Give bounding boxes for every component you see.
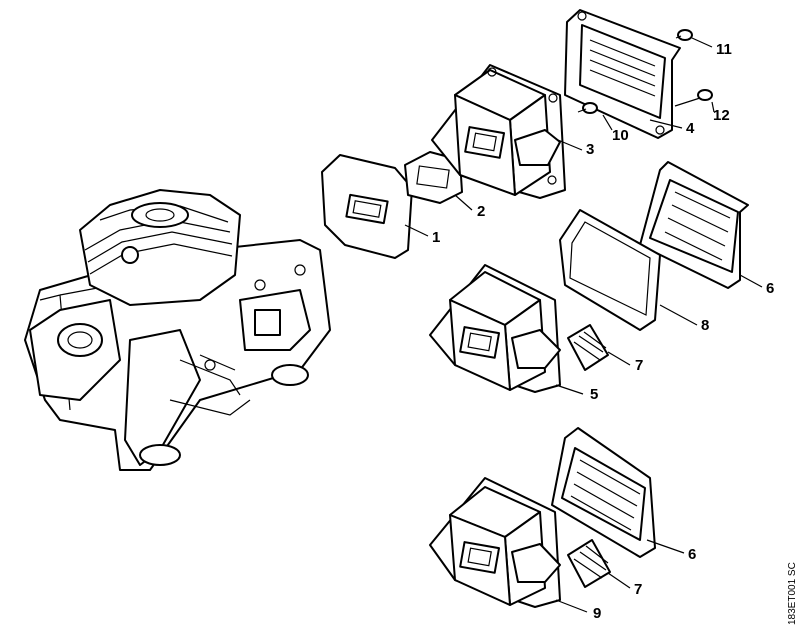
screw-12	[674, 89, 713, 107]
callout-12: 12	[713, 107, 730, 124]
leader-lines	[404, 37, 763, 613]
callout-3: 3	[586, 141, 594, 158]
callout-6-middle: 6	[766, 280, 774, 297]
callout-10: 10	[612, 127, 629, 144]
muffler-upper	[431, 64, 566, 199]
cover-gasket	[559, 209, 661, 331]
callout-8: 8	[701, 317, 709, 334]
muffler-middle	[429, 264, 561, 393]
callout-7-lower: 7	[634, 581, 642, 598]
callout-1: 1	[432, 229, 440, 246]
callout-11: 11	[716, 41, 732, 58]
muffler-cover-lower	[551, 427, 656, 558]
callout-7-middle: 7	[635, 357, 643, 374]
callout-2: 2	[477, 203, 485, 220]
callout-6-lower: 6	[688, 546, 696, 563]
engine-assembly	[24, 189, 331, 471]
screw-10	[577, 102, 598, 114]
spark-arrestor-screen-a	[567, 324, 609, 371]
screw-11	[675, 29, 693, 41]
document-id: 183ET001 SC	[787, 562, 798, 625]
muffler-cover-upper	[564, 9, 681, 139]
spark-arrestor-screen-b	[567, 539, 611, 588]
callout-4: 4	[686, 120, 695, 137]
callout-labels: 1 2 3 4 5 6 6 7 7 8 9 10 11 12	[432, 41, 774, 622]
muffler-gasket	[404, 151, 463, 204]
muffler-lower	[429, 477, 561, 608]
muffler-cover-middle	[639, 161, 749, 289]
heat-shield	[321, 154, 413, 259]
callout-9: 9	[593, 605, 601, 622]
callout-5: 5	[590, 386, 598, 403]
